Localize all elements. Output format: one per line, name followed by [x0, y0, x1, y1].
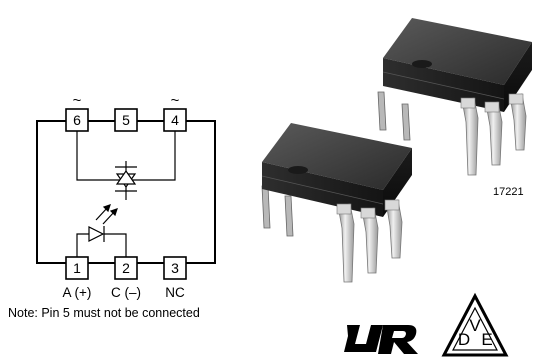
package-legs — [460, 93, 527, 176]
dip6-package-front — [261, 123, 412, 283]
figure-number: 17221 — [493, 186, 524, 198]
pin-1-label: A (+) — [63, 285, 92, 300]
triac-symbol — [76, 131, 176, 200]
pin1-notch — [288, 166, 308, 174]
pin-5-number: 5 — [122, 112, 130, 128]
package-photo: 17221 — [261, 18, 532, 283]
pin-2-number: 2 — [122, 260, 130, 276]
pin-6: 6 ~ — [65, 92, 89, 132]
pin-3-label: NC — [165, 285, 185, 300]
pin-2: 2 C (–) — [111, 256, 141, 300]
vde-logo: D V E — [441, 292, 509, 357]
ul-logo — [344, 325, 418, 354]
pin-1-number: 1 — [73, 260, 81, 276]
schematic: 6 ~ 5 4 ~ 1 A (+) 2 C (–) 3 NC — [8, 92, 216, 320]
dip6-package-back — [377, 18, 532, 176]
pin-6-label: ~ — [73, 92, 82, 109]
pin-4-number: 4 — [171, 112, 179, 128]
led-symbol — [76, 226, 127, 257]
vde-letter-v: V — [469, 316, 481, 335]
pin-1: 1 A (+) — [63, 256, 92, 300]
pin-5: 5 — [114, 108, 138, 132]
pin-2-label: C (–) — [111, 285, 141, 300]
vde-letter-d: D — [458, 330, 470, 349]
vde-letter-e: E — [481, 330, 492, 349]
pin1-notch — [412, 60, 432, 68]
package-top — [383, 18, 532, 85]
pin-4: 4 ~ — [163, 92, 187, 132]
package-legs — [336, 199, 403, 283]
schematic-note: Note: Pin 5 must not be connected — [8, 306, 200, 320]
pin-4-label: ~ — [171, 92, 180, 109]
pin-6-number: 6 — [73, 112, 81, 128]
pin-3: 3 NC — [163, 256, 187, 300]
package-top — [262, 123, 412, 190]
pin-3-number: 3 — [171, 260, 179, 276]
light-emission-arrows — [95, 204, 118, 225]
